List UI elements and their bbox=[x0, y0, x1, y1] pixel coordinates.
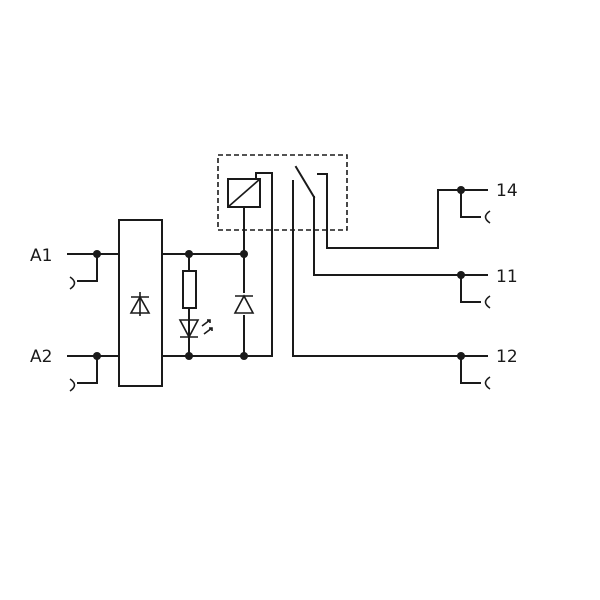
freewheel-diode-icon bbox=[233, 293, 255, 315]
terminal-clamp-icon bbox=[484, 210, 491, 224]
relay-enclosure bbox=[217, 154, 348, 231]
terminal-11-label: 11 bbox=[496, 267, 518, 287]
terminal-clamp-icon bbox=[69, 378, 76, 392]
terminal-14-label: 14 bbox=[496, 181, 518, 201]
rectifier-block bbox=[118, 219, 163, 387]
terminal-12-label: 12 bbox=[496, 347, 518, 367]
status-led-branch bbox=[178, 253, 213, 357]
rectifier-diode-icon bbox=[129, 292, 151, 316]
freewheel-diode-branch bbox=[233, 253, 255, 357]
terminal-12: 12 bbox=[292, 347, 518, 390]
terminal-a1-label: A1 bbox=[30, 246, 52, 266]
resistor-icon bbox=[182, 270, 197, 309]
terminal-clamp-icon bbox=[484, 295, 491, 309]
terminal-clamp-icon bbox=[69, 276, 76, 290]
terminal-11: 11 bbox=[313, 267, 518, 309]
changeover-contact-icon bbox=[292, 165, 328, 357]
terminal-a2: A2 bbox=[30, 347, 120, 392]
relay-coil-icon bbox=[227, 178, 261, 208]
terminal-14: 14 bbox=[326, 181, 518, 249]
terminal-clamp-icon bbox=[484, 376, 491, 390]
terminal-a1: A1 bbox=[30, 246, 120, 290]
led-icon bbox=[178, 319, 213, 339]
terminal-a2-label: A2 bbox=[30, 347, 52, 367]
